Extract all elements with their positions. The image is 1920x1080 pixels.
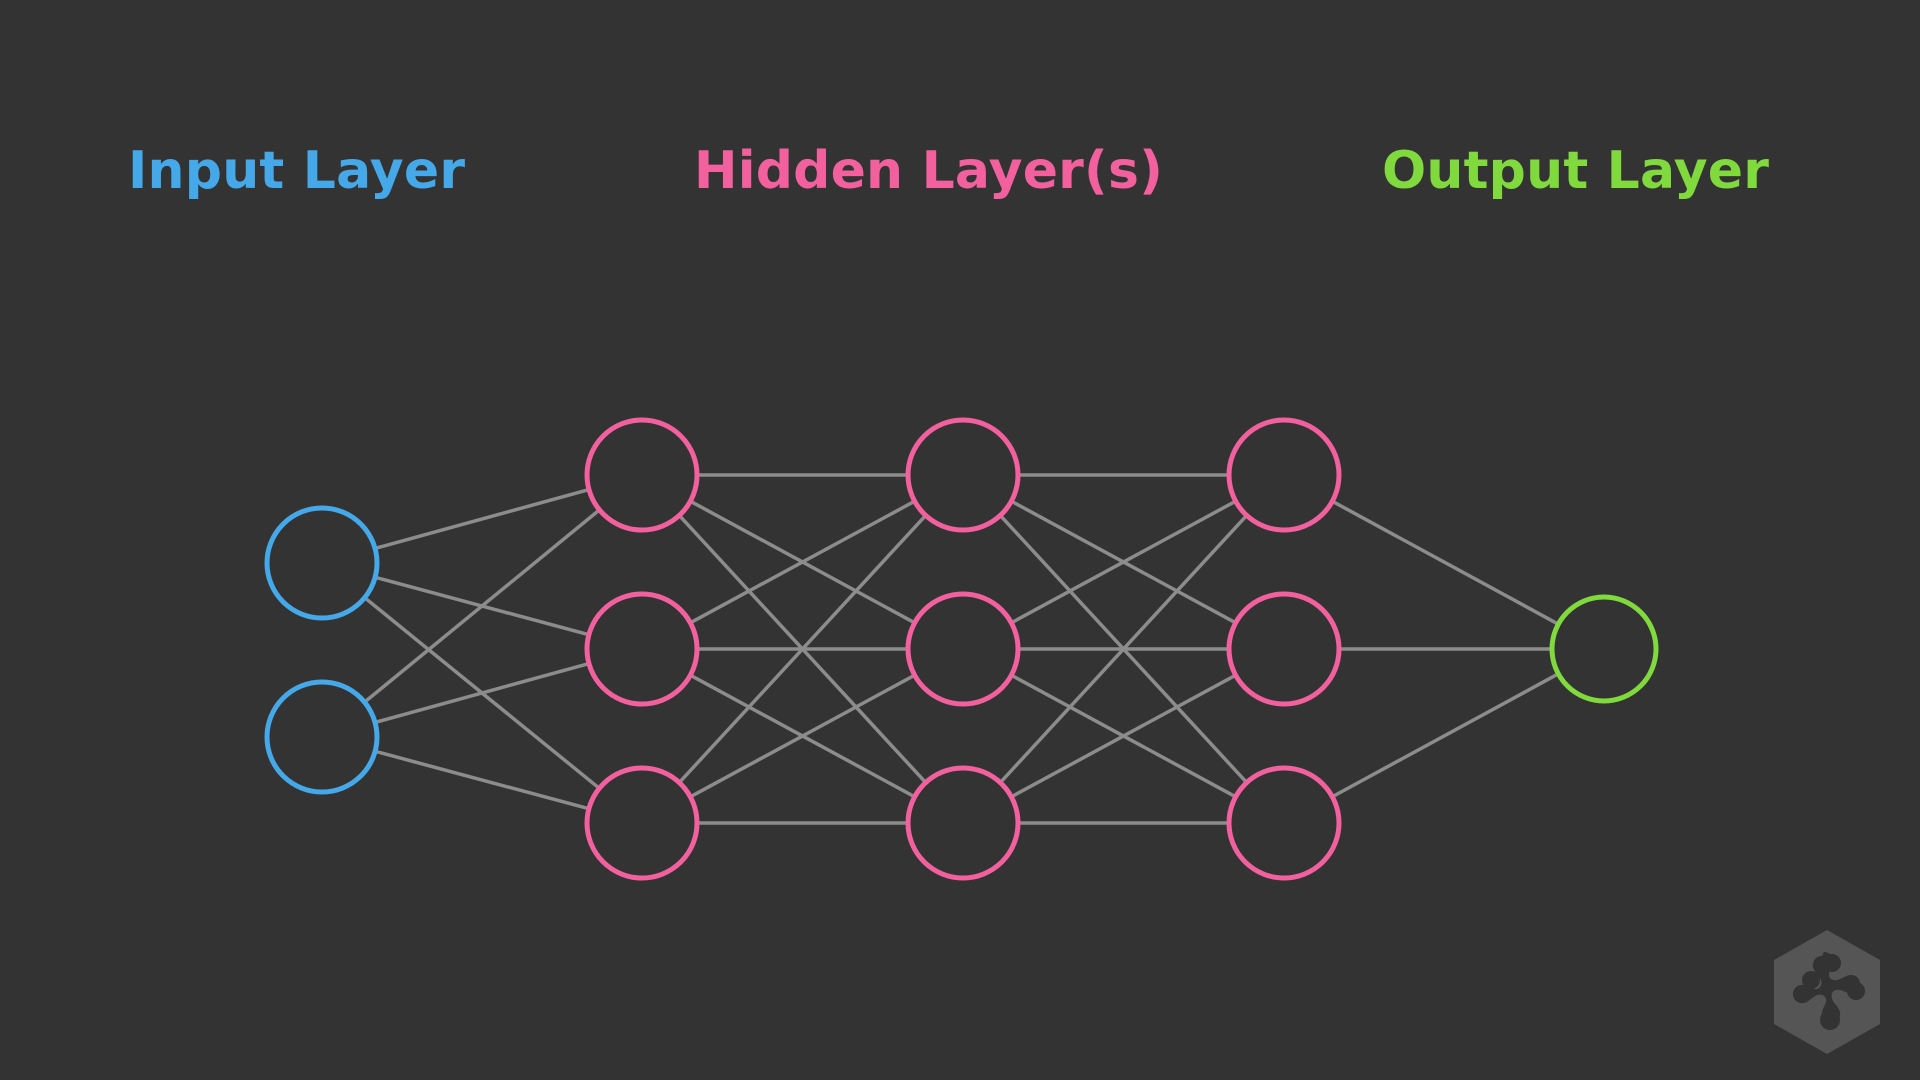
layer-label-hidden: Hidden Layer(s) xyxy=(694,141,1164,201)
connection-edge xyxy=(363,508,601,704)
connection-edge xyxy=(1331,672,1560,799)
connection-edge xyxy=(999,514,1248,784)
neuron-node-hidden xyxy=(1226,417,1342,533)
neuron-node-hidden xyxy=(584,591,700,707)
layer-label-output: Output Layer xyxy=(1382,141,1770,201)
connection-edge xyxy=(1010,673,1237,799)
neuron-node-hidden xyxy=(905,591,1021,707)
neuron-node-hidden xyxy=(1226,591,1342,707)
connections-group xyxy=(363,473,1560,825)
layer-label-input: Input Layer xyxy=(128,141,466,201)
connection-edge xyxy=(374,749,590,811)
neuron-node-hidden xyxy=(584,417,700,533)
connection-edge xyxy=(1331,499,1560,626)
connection-edge xyxy=(689,673,916,799)
neuron-node-output xyxy=(1549,594,1659,704)
connection-edge xyxy=(374,661,590,725)
neuron-node-input xyxy=(264,679,380,795)
hexagon-neuron-logo-icon xyxy=(1774,930,1880,1054)
connection-edge xyxy=(374,487,590,551)
connection-edge xyxy=(678,514,927,784)
connection-edge xyxy=(1010,499,1237,625)
connection-edge xyxy=(689,499,916,625)
neuron-node-input xyxy=(264,505,380,621)
neuron-node-hidden xyxy=(905,417,1021,533)
neuron-node-hidden xyxy=(905,765,1021,881)
neuron-node-hidden xyxy=(1226,765,1342,881)
nodes-group xyxy=(264,417,1659,881)
neuron-node-hidden xyxy=(584,765,700,881)
